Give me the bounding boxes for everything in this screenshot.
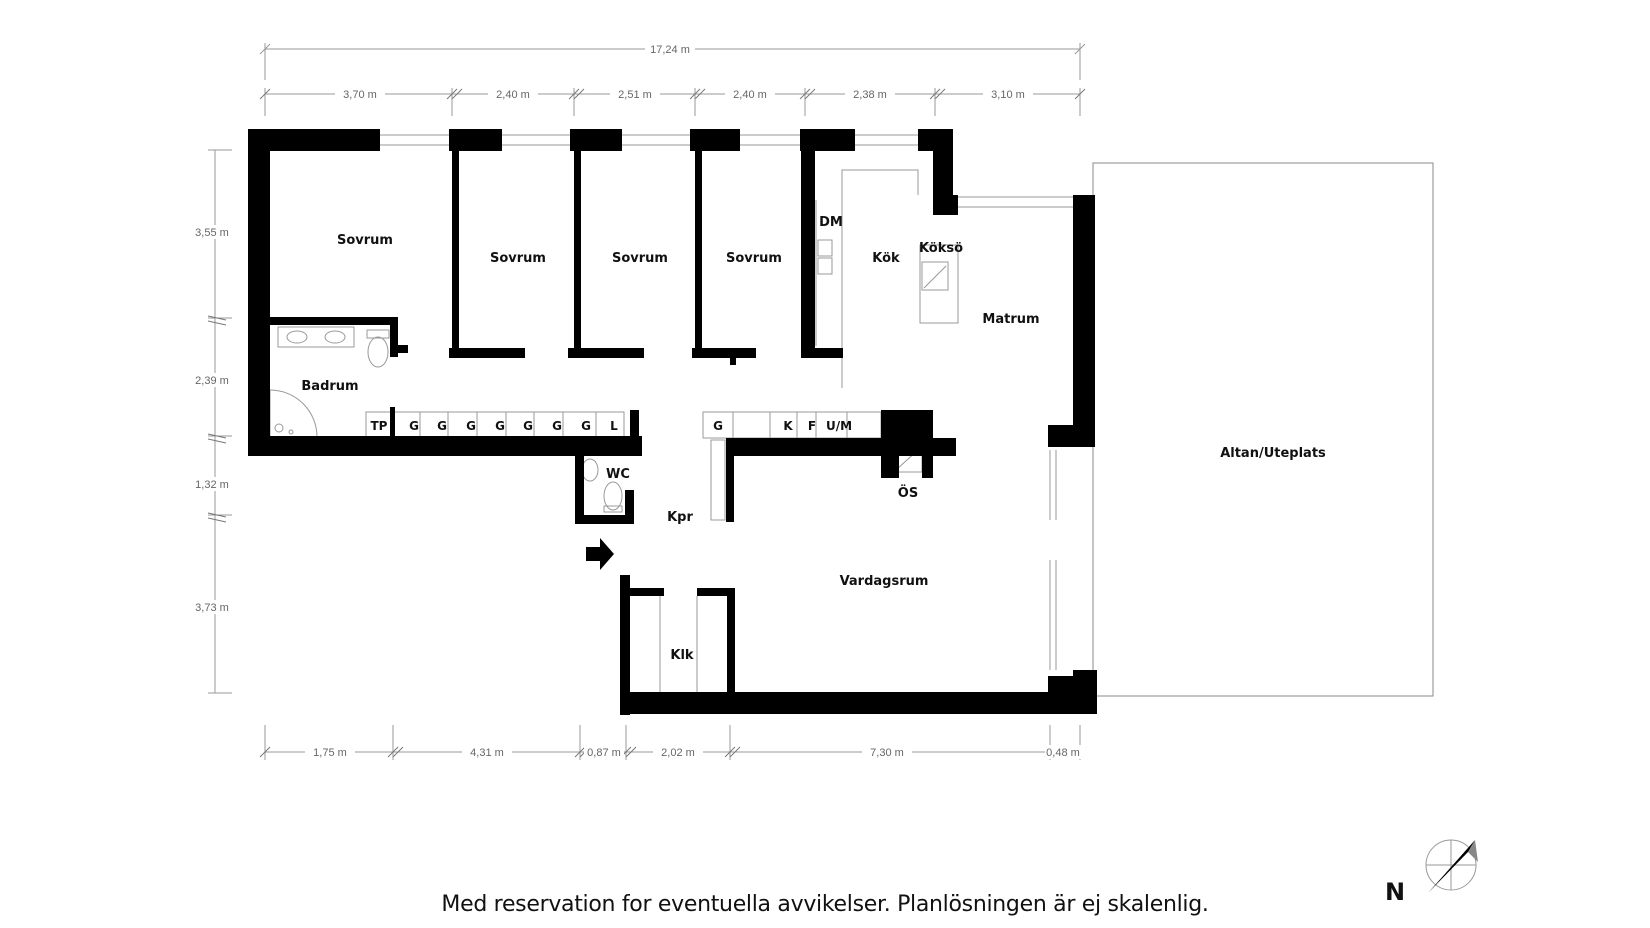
dim-top-4: 2,40 m (733, 89, 767, 101)
dim-bottom-1: 1,75 m (313, 747, 347, 759)
closet-g-right: G (713, 419, 723, 433)
closet-um: U/M (826, 419, 852, 433)
compass-icon (1425, 839, 1478, 893)
dim-left-1: 3,55 m (195, 227, 229, 239)
closet-g-2: G (437, 419, 447, 433)
closet-l: L (610, 419, 618, 433)
dim-bottom-5: 7,30 m (870, 747, 904, 759)
dim-top-5: 2,38 m (853, 89, 887, 101)
dim-top-6: 3,10 m (991, 89, 1025, 101)
room-klk: Klk (670, 648, 694, 663)
room-vardagsrum: Vardagsrum (840, 574, 929, 589)
dim-top-1: 3,70 m (343, 89, 377, 101)
dim-total-top: 17,24 m (650, 44, 690, 56)
closet-g-5: G (523, 419, 533, 433)
room-wc: WC (606, 467, 630, 482)
room-sovrum-3: Sovrum (612, 251, 668, 266)
room-altan: Altan/Uteplats (1220, 446, 1326, 461)
room-dm: DM (819, 215, 843, 230)
closet-g-1: G (409, 419, 419, 433)
room-matrum: Matrum (982, 312, 1039, 327)
dim-left-4: 3,73 m (195, 602, 229, 614)
walls (248, 129, 1097, 715)
room-badrum: Badrum (301, 379, 358, 394)
dim-bottom-3: 0,87 m (587, 747, 621, 759)
dim-bottom-2: 4,31 m (470, 747, 504, 759)
room-os: ÖS (898, 485, 918, 501)
closet-g-6: G (552, 419, 562, 433)
room-labels: Sovrum Sovrum Sovrum Sovrum DM Kök Köksö… (301, 215, 1326, 663)
room-kok: Kök (872, 251, 900, 266)
closet-g-7: G (581, 419, 591, 433)
dim-bottom-4: 2,02 m (661, 747, 695, 759)
dim-top-2: 2,40 m (496, 89, 530, 101)
dim-left-3: 1,32 m (195, 479, 229, 491)
terrace-outline (1092, 162, 1434, 697)
closet-g-3: G (466, 419, 476, 433)
dim-bottom-6: 0,48 m (1046, 747, 1080, 759)
compass-north-label: N (1385, 878, 1406, 906)
dim-left-2: 2,39 m (195, 375, 229, 387)
closet-f: F (808, 419, 816, 433)
dimension-labels: 17,24 m 3,70 m 2,40 m 2,51 m 2,40 m 2,38… (192, 41, 1085, 759)
room-sovrum-1: Sovrum (337, 233, 393, 248)
dim-top-3: 2,51 m (618, 89, 652, 101)
disclaimer-text: Med reservation for eventuella avvikelse… (441, 892, 1209, 917)
closet-k: K (783, 419, 793, 433)
closet-tp: TP (371, 419, 388, 433)
room-koksö: Köksö (919, 241, 963, 256)
room-sovrum-2: Sovrum (490, 251, 546, 266)
closet-labels: TP G G G G G G G L G K F U/M (371, 419, 853, 433)
room-sovrum-4: Sovrum (726, 251, 782, 266)
closet-g-4: G (495, 419, 505, 433)
entrance-arrow-icon (586, 538, 614, 570)
room-kpr: Kpr (667, 510, 693, 525)
